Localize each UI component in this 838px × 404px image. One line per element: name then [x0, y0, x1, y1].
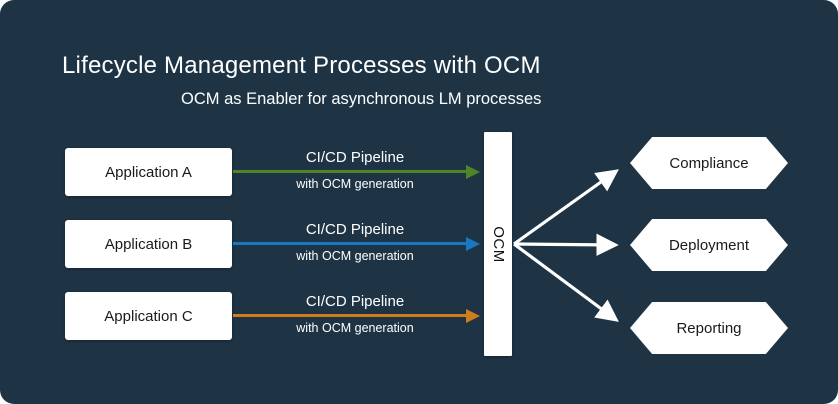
pipeline-c-label: CI/CD Pipeline — [305, 293, 405, 310]
pipeline-a-sublabel: with OCM generation — [296, 177, 414, 191]
pipeline-b-arrow-line — [233, 242, 467, 245]
application-a-label: Application A — [105, 163, 192, 181]
deployment-hexagon: Deployment — [630, 219, 788, 271]
reporting-hexagon: Reporting — [630, 302, 788, 354]
ocm-bar: OCM — [484, 132, 512, 356]
deployment-label: Deployment — [668, 236, 750, 254]
compliance-label: Compliance — [669, 154, 749, 172]
application-c-box: Application C — [65, 292, 232, 340]
pipeline-b-arrowhead-icon — [466, 237, 480, 251]
pipeline-b-label: CI/CD Pipeline — [305, 221, 405, 238]
pipeline-a-label: CI/CD Pipeline — [305, 149, 405, 166]
reporting-label: Reporting — [676, 319, 742, 337]
pipeline-c-arrow-line — [233, 314, 467, 317]
arrow-ocm-to-reporting — [513, 242, 619, 322]
arrow-ocm-to-compliance — [513, 169, 619, 246]
application-a-box: Application A — [65, 148, 232, 196]
pipeline-a-arrowhead-icon — [466, 165, 480, 179]
compliance-hexagon: Compliance — [630, 137, 788, 189]
pipeline-c-arrowhead-icon — [466, 309, 480, 323]
pipeline-a-arrow-line — [233, 170, 467, 173]
application-b-label: Application B — [104, 235, 193, 253]
ocm-bar-label: OCM — [489, 225, 507, 263]
diagram-subtitle: OCM as Enabler for asynchronous LM proce… — [181, 90, 542, 108]
application-c-label: Application C — [104, 307, 193, 325]
pipeline-b-sublabel: with OCM generation — [296, 249, 414, 263]
application-b-box: Application B — [65, 220, 232, 268]
diagram-title: Lifecycle Management Processes with OCM — [62, 52, 541, 79]
arrow-ocm-to-deployment — [513, 233, 619, 257]
pipeline-c-sublabel: with OCM generation — [296, 321, 414, 335]
